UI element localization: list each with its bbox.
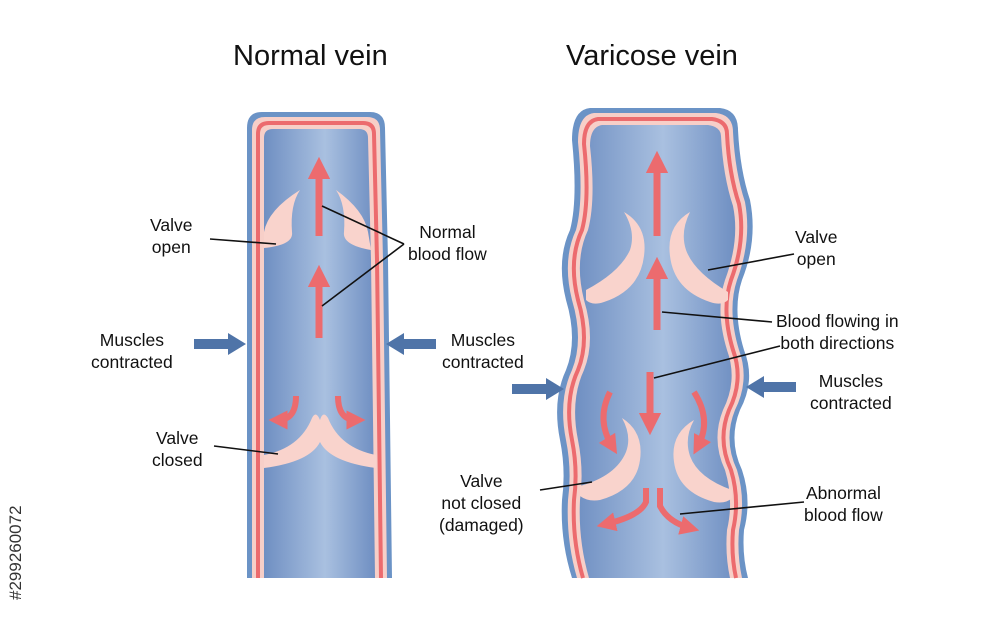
label-line: closed [152, 450, 203, 470]
varicose-vein-blood [575, 125, 736, 578]
label-line: Valve [150, 215, 193, 235]
varicose-curve-arrow-right [691, 390, 712, 455]
label-both-directions: Blood flowing in both directions [776, 310, 899, 354]
label-normal-blood-flow: Normal blood flow [408, 221, 487, 265]
leader-valve-open-varicose [707, 253, 795, 271]
leader-valve-closed-normal [213, 445, 279, 455]
label-muscles-varicose-left: Muscles contracted [442, 329, 524, 373]
side-id-text: #299260072 [6, 505, 25, 600]
normal-vein-blood [264, 129, 375, 578]
label-valve-open-varicose: Valve open [795, 226, 837, 270]
label-muscles-normal: Muscles contracted [91, 329, 173, 373]
varicose-vein [557, 108, 753, 579]
normal-vein [247, 112, 392, 579]
varicose-abnormal-arrow-left [596, 488, 649, 532]
label-line: (damaged) [439, 515, 524, 535]
normal-curve-arrow-left [268, 395, 299, 430]
normal-valve-closed [264, 414, 376, 468]
muscle-arrow-normal-right [386, 333, 436, 355]
leader-both-directions-1 [661, 311, 773, 323]
label-valve-open-normal: Valve open [150, 214, 192, 258]
varicose-vein-inner-line [567, 117, 744, 579]
leader-valve-damaged [539, 481, 593, 491]
label-line: contracted [91, 352, 173, 372]
label-line: Normal [419, 222, 476, 242]
title-normal-vein: Normal vein [233, 40, 388, 72]
normal-valve-open [264, 190, 371, 250]
label-line: Valve [156, 428, 199, 448]
label-valve-closed-normal: Valve closed [152, 427, 203, 471]
label-line: open [796, 249, 836, 269]
varicose-curve-arrow-left [598, 390, 618, 455]
varicose-valve-damaged [580, 418, 732, 503]
label-line: Blood flowing in [776, 311, 899, 331]
label-line: Abnormal [805, 483, 881, 503]
label-line: contracted [442, 352, 524, 372]
muscle-arrow-varicose-left [512, 378, 564, 400]
leader-valve-open-normal [209, 238, 277, 245]
label-line: not closed [441, 493, 522, 513]
label-line: Muscles [818, 371, 883, 391]
muscle-arrow-varicose-right [746, 376, 796, 398]
label-line: Muscles [99, 330, 164, 350]
label-line: Muscles [450, 330, 515, 350]
muscle-arrows [194, 333, 796, 400]
label-line: both directions [780, 333, 895, 353]
varicose-valve-open [586, 212, 728, 304]
label-line: open [151, 237, 191, 257]
label-valve-damaged: Valve not closed (damaged) [439, 470, 524, 536]
label-line: contracted [810, 393, 892, 413]
varicose-abnormal-arrow-right [657, 488, 700, 535]
leader-normal-flow-1 [321, 205, 405, 245]
leader-normal-flow-2 [321, 243, 405, 307]
leader-lines [209, 205, 805, 515]
label-line: blood flow [408, 244, 487, 264]
leader-both-directions-2 [653, 345, 781, 379]
leader-abnormal-flow [679, 501, 805, 515]
label-muscles-varicose-right: Muscles contracted [810, 370, 892, 414]
label-line: blood flow [804, 505, 883, 525]
normal-vein-inner-line [256, 121, 383, 579]
title-varicose-vein: Varicose vein [566, 40, 738, 72]
label-abnormal-flow: Abnormal blood flow [804, 482, 883, 526]
normal-curve-arrow-right [335, 395, 366, 430]
label-line: Valve [460, 471, 503, 491]
muscle-arrow-normal-left [194, 333, 246, 355]
label-line: Valve [795, 227, 838, 247]
